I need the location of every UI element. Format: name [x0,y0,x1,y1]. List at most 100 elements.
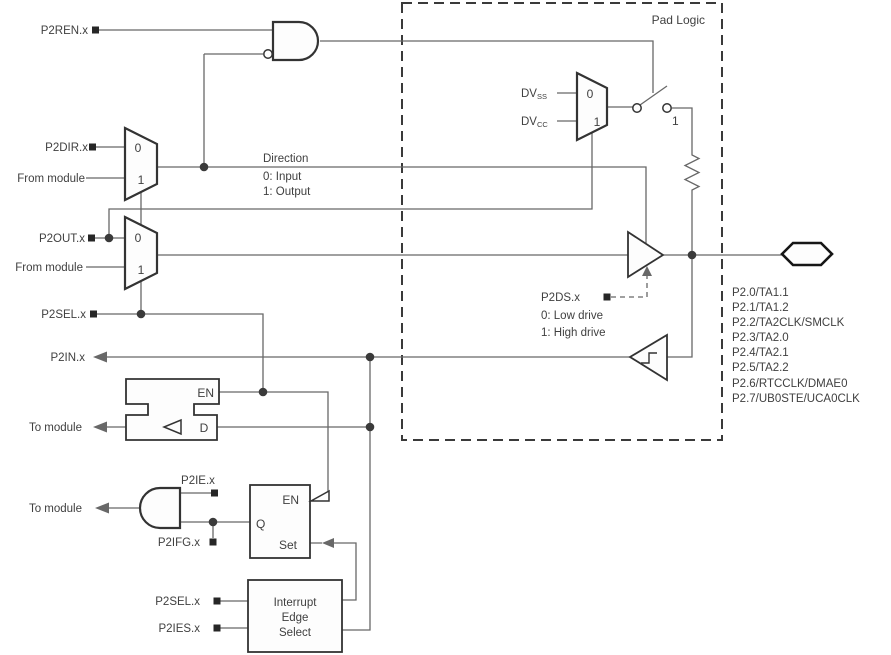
p2ds-note-1: 1: High drive [541,327,606,339]
latch-body [125,378,220,441]
input-latch: EN D [125,378,220,441]
latch-en-label: EN [197,386,214,400]
switch-lever-icon [639,85,668,106]
direction-note-0: 0: Input [263,171,302,183]
pin-name: P2.4/TA2.1 [732,347,789,359]
and-gate-body [138,486,182,530]
pin-name: P2.6/RTCCLK/DMAE0 [732,378,847,390]
dvcc-label: DVCC [521,116,548,129]
p2ifg-label: P2IFG.x [158,537,200,549]
wire-edge-to-set [310,542,357,601]
mux-body [575,71,609,142]
mux-in0-label: 0 [135,141,142,155]
switch-contact-right-icon [662,103,672,113]
junction-p2in [365,352,375,362]
arrow-to-module-latch-icon [93,421,107,433]
signal-labels: P2REN.x P2DIR.x From module P2OUT.x From… [15,25,221,635]
flag-en-label: EN [282,493,299,507]
wire-pad-to-schmitt [667,255,693,358]
pin-name: P2.3/TA2.0 [732,332,789,344]
mux-body [123,126,159,202]
edge-select-line-0: Interrupt [274,597,318,609]
edge-select-line-2: Select [279,627,312,639]
p2ies-terminal [213,624,221,632]
pullup-source-mux: 0 1 DVSS DVCC [521,71,609,142]
wire-nand-out [320,40,654,93]
pad-hexagon-icon [780,241,834,267]
pin-name: P2.2/TA2CLK/SMCLK [732,317,845,329]
wire-switch-out [672,107,693,153]
latch-d-label: D [200,421,209,435]
p2sel-label: P2SEL.x [41,309,86,321]
pin-name: P2.5/TA2.2 [732,362,789,374]
p2ie-label: P2IE.x [181,475,215,487]
junction-pad [687,250,697,260]
p2dir-terminal [89,143,96,151]
wire-p2in-branch [342,357,371,631]
pad-symbol [780,241,834,267]
pin-name: P2.0/TA1.1 [732,287,789,299]
wire-p2sel [97,313,264,392]
p2ds-label: P2DS.x [541,292,580,304]
to-module-irq-label: To module [29,503,82,515]
p2ies-label: P2IES.x [158,623,200,635]
pad-logic-region: Pad Logic [401,2,723,441]
and-gate-body [271,20,320,62]
flag-q-label: Q [256,517,265,531]
p2sel-edge-terminal [213,597,221,605]
mux-in1-label: 1 [138,263,145,277]
p2out-terminal [88,234,95,242]
interrupt-flag-latch: EN Q Set [249,484,330,559]
switch-label: 1 [672,114,679,128]
wires [86,29,782,631]
pin-name: P2.1/TA1.2 [732,302,789,314]
flag-set-label: Set [279,538,298,552]
output-mux: 0 1 [123,215,159,291]
from-module-out-label: From module [15,262,83,274]
p2ds-dashed-wire [611,276,648,298]
pullup-enable-and-gate [263,20,320,62]
p2ds-note-0: 0: Low drive [541,310,603,322]
dvss-label: DVSS [521,88,547,101]
mux-in0-label: 0 [587,87,594,101]
p2ren-terminal [92,26,99,34]
edge-trigger-marker-icon [308,489,330,502]
interrupt-edge-select: Interrupt Edge Select [247,579,343,653]
buffer-triangle-icon [627,230,665,279]
hysteresis-icon [641,352,657,364]
latch-buffer-triangle-icon [162,418,182,436]
junction-p2ifg [208,517,218,527]
p2ds-terminal [603,293,611,301]
direction-note: Direction 0: Input 1: Output [263,153,311,198]
arrow-to-module-irq-icon [95,502,109,514]
p2sel-edge-label: P2SEL.x [155,596,200,608]
from-module-dir-label: From module [17,173,85,185]
edge-select-body [247,579,343,653]
direction-note-1: 1: Output [263,186,311,198]
interrupt-and-gate [138,486,182,530]
pin-name: P2.7/UB0STE/UCA0CLK [732,393,860,405]
pullup-resistor [683,153,701,191]
pin-list: P2.0/TA1.1 P2.1/TA1.2 P2.2/TA2CLK/SMCLK … [732,287,860,405]
inverter-bubble-icon [263,49,273,59]
junction-direction [199,162,209,172]
junction-p2sel [136,309,146,319]
mux-in1-label: 1 [138,173,145,187]
p2ren-label: P2REN.x [41,25,89,37]
pad-logic-title: Pad Logic [652,13,705,27]
p2ie-terminal [211,489,218,497]
p2dir-label: P2DIR.x [45,142,88,154]
to-module-latch-label: To module [29,422,82,434]
wire-direction [157,166,647,243]
pad-logic-border [401,2,723,441]
input-schmitt-buffer [628,333,668,382]
mux-in0-label: 0 [135,231,142,245]
pullup-switch: 1 [632,85,679,128]
arrow-p2in-icon [93,351,107,363]
junction-p2out [104,233,114,243]
wire-latch-en [219,391,329,491]
edge-select-line-1: Edge [282,612,309,624]
p2out-label: P2OUT.x [39,233,85,245]
junction-latch-d [365,422,375,432]
